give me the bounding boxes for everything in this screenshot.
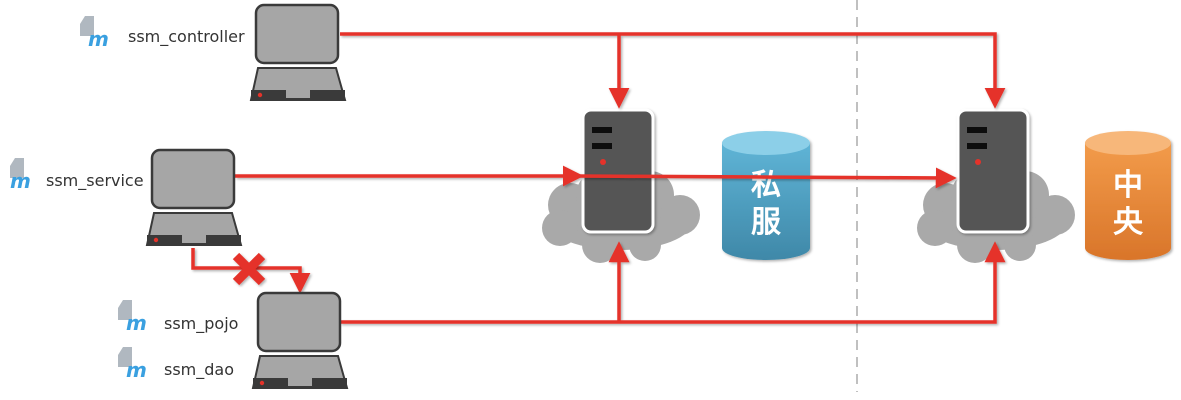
- maven-module-icon: m: [118, 347, 147, 382]
- maven-module-icon: m: [80, 16, 109, 51]
- controller-computer-icon: [249, 3, 347, 101]
- module-label-controller: ssm_controller: [128, 27, 245, 47]
- pojo-dao-computer-icon: [251, 291, 349, 389]
- module-label-pojo: ssm_pojo: [164, 314, 238, 334]
- pojo-dao-main-line: [340, 241, 1006, 324]
- svg-text:m: m: [126, 358, 147, 382]
- central-repository-database: 中 央: [1085, 131, 1171, 260]
- private-repo-label-2: 服: [751, 205, 782, 240]
- private-server-icon: [581, 108, 655, 234]
- svg-text:m: m: [10, 169, 31, 193]
- maven-module-icon: m: [118, 300, 147, 335]
- service-to-central-arrow: [574, 167, 957, 189]
- service-computer-icon: [145, 148, 243, 246]
- module-label-service: ssm_service: [46, 171, 144, 191]
- controller-main-line: [340, 32, 1006, 109]
- central-repo-label-2: 央: [1113, 205, 1144, 240]
- central-server-icon: [956, 108, 1030, 234]
- svg-text:m: m: [88, 27, 109, 51]
- maven-module-icon: m: [10, 158, 31, 193]
- module-label-dao: ssm_dao: [164, 360, 234, 380]
- blocked-x-icon: [232, 252, 266, 286]
- svg-text:m: m: [126, 311, 147, 335]
- private-repo-label-1: 私: [751, 168, 781, 203]
- private-repository-database: 私 服: [722, 131, 810, 260]
- central-repo-label-1: 中: [1113, 168, 1143, 203]
